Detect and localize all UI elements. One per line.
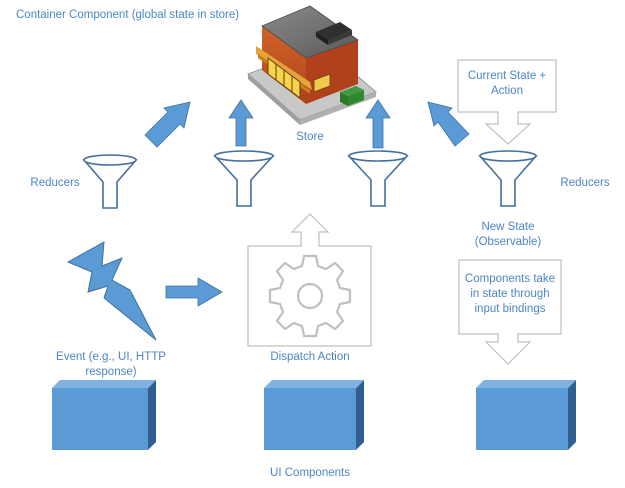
reducers-left-label: Reducers xyxy=(30,177,80,189)
ui-components-label: UI Components xyxy=(270,467,350,479)
current-state-label: Current State + Action xyxy=(467,70,547,97)
new-state-label: New State (Observable) xyxy=(474,221,542,248)
event-label: Event (e.g., UI, HTTP response) xyxy=(56,351,166,378)
lightning-bolt-icon xyxy=(66,241,157,341)
funnel-icon xyxy=(478,150,538,207)
funnel-icon xyxy=(82,154,138,209)
component-box-icon xyxy=(264,380,364,450)
components-callout xyxy=(458,259,562,365)
component-box-icon xyxy=(476,380,576,450)
component-box-icon xyxy=(52,380,156,450)
arrow-up-left-4 xyxy=(427,101,470,147)
funnel-icon xyxy=(347,150,409,207)
arrow-up-2 xyxy=(228,99,254,147)
arrow-up-3 xyxy=(365,99,391,149)
funnel-icon xyxy=(213,150,275,207)
store-label: Store xyxy=(296,131,324,143)
gear-icon xyxy=(268,254,352,338)
arrow-up-left-1 xyxy=(144,101,191,148)
dispatch-action-label: Dispatch Action xyxy=(270,351,350,363)
arrow-right xyxy=(165,277,223,307)
components-take-label: Components take in state through input b… xyxy=(464,273,556,315)
current-state-callout xyxy=(457,59,557,145)
reducers-right-label: Reducers xyxy=(560,177,610,189)
container-component-label: Container Component (global state in sto… xyxy=(16,9,240,21)
store-building-icon xyxy=(247,5,377,125)
